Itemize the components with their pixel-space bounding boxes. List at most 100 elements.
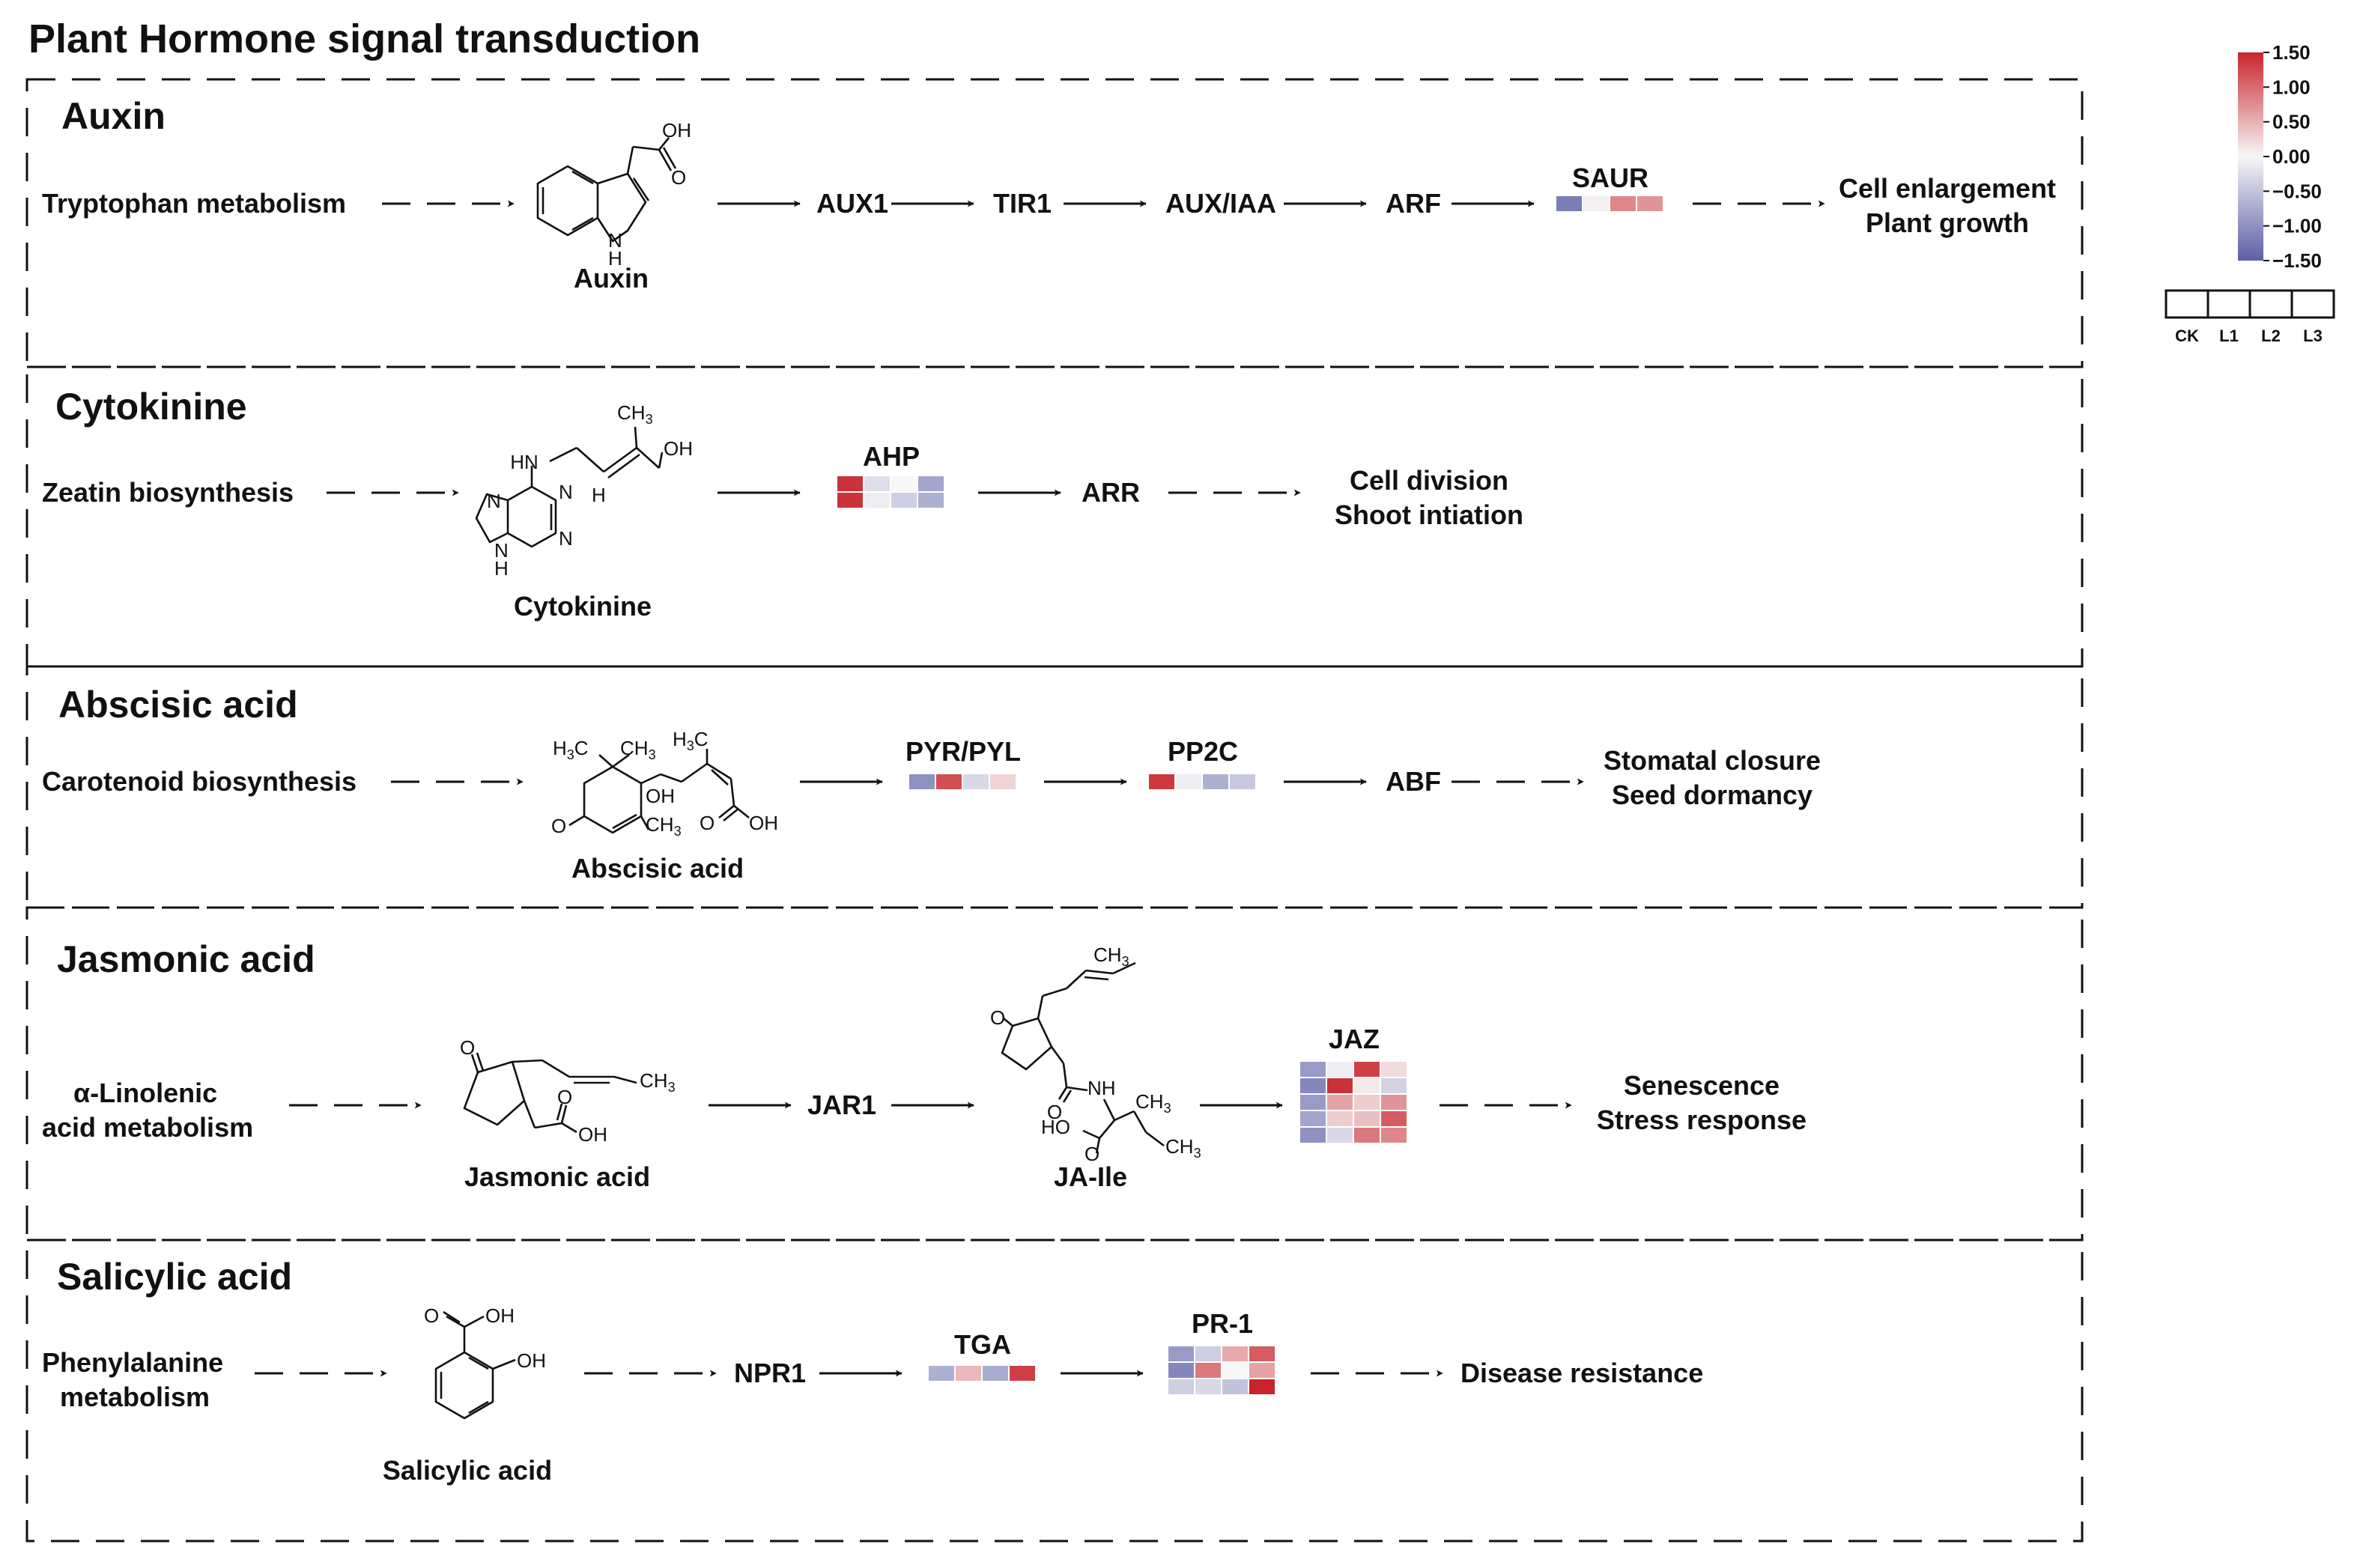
ja-title: Jasmonic acid (57, 938, 315, 980)
legend-tick-label: 0.50 (2272, 111, 2311, 133)
heat-cell (1300, 1111, 1326, 1126)
heat-cell (1222, 1346, 1248, 1361)
heat-cell (1176, 774, 1201, 789)
auxin-oh-label: OH (662, 119, 691, 142)
auxin-n-label: N (608, 229, 622, 252)
auxin-outcome-1: Cell enlargement (1839, 173, 2056, 204)
heat-cell (1195, 1363, 1221, 1378)
cytokinine-title: Cytokinine (55, 386, 247, 428)
ja-ile-structure: O CH3 O NH CH3 CH3 HO O (990, 943, 1201, 1165)
sa-oh2-label: OH (517, 1349, 546, 1372)
heat-cell (1249, 1379, 1275, 1394)
legend-col-ck: CK (2175, 326, 2199, 345)
heat-cell (1381, 1062, 1407, 1077)
ja-ile-o2-label: O (1047, 1101, 1062, 1123)
cytokinine-n3-label: N (487, 490, 501, 512)
heat-cell (1610, 196, 1636, 211)
heat-cell (1222, 1363, 1248, 1378)
ja-ile-ho-label: HO (1041, 1116, 1070, 1138)
aba-structure: O H3C CH3 H3C OH CH3 O OH (551, 728, 778, 839)
aba-oh2-label: OH (749, 812, 778, 834)
legend-tick-label: −1.00 (2272, 215, 2322, 237)
ja-structure: O CH3 O OH (460, 1036, 676, 1146)
ja-ile-o3-label: O (1085, 1143, 1099, 1165)
pp2c-heatmap (1149, 774, 1255, 789)
auxin-source: Tryptophan metabolism (42, 188, 346, 219)
heat-cell (837, 476, 863, 491)
ja-o-label: O (460, 1036, 475, 1059)
heat-cell (1637, 196, 1663, 211)
legend-sample-columns: CK L1 L2 L3 (2165, 289, 2335, 345)
heat-cell (837, 493, 863, 508)
legend-col-l1: L1 (2219, 326, 2239, 345)
aba-title: Abscisic acid (58, 684, 298, 726)
heat-cell (864, 476, 890, 491)
cytokinine-h2-label: H (494, 557, 509, 580)
sa-source-1: Phenylalanine (42, 1347, 223, 1378)
ja-outcome-2: Stress response (1597, 1104, 1807, 1135)
auxin-gene-tir1: TIR1 (993, 188, 1052, 219)
ja-oh-label: OH (578, 1123, 607, 1146)
aba-compound-label: Abscisic acid (571, 853, 744, 884)
ja-source-1: α-Linolenic (73, 1078, 217, 1108)
heat-cell (1381, 1078, 1407, 1093)
aba-h3c-2: H3C (673, 728, 709, 753)
heat-cell (963, 774, 989, 789)
heat-cell (1230, 774, 1255, 789)
aba-box (25, 665, 2084, 909)
cytokinine-hn-label: HN (510, 451, 539, 473)
auxin-structure: OH O N H (536, 119, 691, 270)
auxin-gene-aux1: AUX1 (816, 188, 888, 219)
heat-cell (929, 1366, 954, 1381)
ja-source-2: acid metabolism (42, 1112, 253, 1143)
heat-cell (1195, 1379, 1221, 1394)
legend-col-l3: L3 (2303, 326, 2323, 345)
auxin-title: Auxin (61, 95, 166, 137)
auxin-gene-auxiaa: AUX/IAA (1165, 188, 1276, 219)
heat-cell (990, 774, 1016, 789)
auxin-o-label: O (671, 166, 686, 189)
tga-heatmap (929, 1366, 1035, 1381)
heat-cell (918, 476, 944, 491)
sa-section: Salicylic acid Phenylalanine metabolism … (42, 1256, 1703, 1486)
heat-cell (918, 493, 944, 508)
ahp-heatmap (837, 476, 944, 508)
pyrpyl-label: PYR/PYL (906, 736, 1021, 767)
aba-ch3-2: CH3 (646, 813, 682, 839)
ja-ile-o-label: O (990, 1006, 1005, 1029)
aba-ch3-1: CH3 (620, 737, 656, 762)
heat-cell (864, 493, 890, 508)
cytokinine-source: Zeatin biosynthesis (42, 477, 294, 508)
aba-outcome-2: Seed dormancy (1612, 780, 1813, 810)
cytokinine-outcome-2: Shoot intiation (1335, 499, 1523, 530)
auxin-gene-arf: ARF (1386, 188, 1441, 219)
auxin-box (25, 78, 2084, 368)
heat-cell (1010, 1366, 1035, 1381)
cytokinine-outcome-1: Cell division (1350, 465, 1508, 496)
ja-ile-nh-label: NH (1088, 1077, 1116, 1099)
pr1-heatmap (1168, 1346, 1275, 1394)
cytokinine-compound-label: Cytokinine (514, 591, 652, 622)
heat-cell (909, 774, 935, 789)
heat-cell (1354, 1128, 1380, 1143)
ja-box (25, 906, 2084, 1242)
heat-cell (936, 774, 962, 789)
legend-tick-label: 1.00 (2272, 76, 2311, 98)
pr1-label: PR-1 (1192, 1308, 1253, 1339)
aba-oh-label: OH (646, 785, 675, 807)
heat-cell (1300, 1095, 1326, 1110)
cytokinine-ch3-label: CH3 (617, 401, 653, 427)
heat-cell (1300, 1078, 1326, 1093)
sa-oh1-label: OH (485, 1304, 515, 1327)
auxin-outcome-2: Plant growth (1866, 207, 2029, 238)
heat-cell (1300, 1062, 1326, 1077)
heat-cell (983, 1366, 1008, 1381)
pyrpyl-heatmap (909, 774, 1016, 789)
sa-box (25, 1239, 2084, 1543)
legend-tick-label: −1.50 (2272, 249, 2322, 272)
cytokinine-n2-label: N (559, 527, 573, 550)
auxin-compound-label: Auxin (574, 263, 649, 294)
ja-ch3-label: CH3 (640, 1069, 676, 1095)
ja-ile-ch3-2: CH3 (1135, 1090, 1171, 1116)
